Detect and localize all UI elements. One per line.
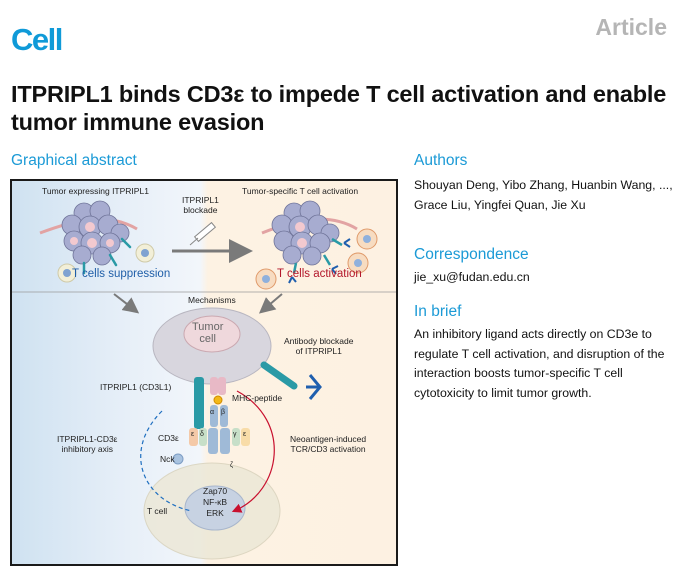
left-panel-title: Tumor expressing ITPRIPL1 (42, 186, 149, 196)
correspondence-email[interactable]: jie_xu@fudan.edu.cn (414, 270, 530, 284)
syringe-icon (189, 221, 217, 246)
gamma-label: γ (233, 431, 237, 438)
in-brief-text: An inhibitory ligand acts directly on CD… (414, 327, 665, 400)
mechanisms-label: Mechanisms (188, 295, 236, 305)
peptide-icon (213, 395, 223, 405)
signaling-erk: ERK (206, 508, 224, 518)
signaling-list: Zap70 NF-κB ERK (203, 486, 227, 519)
correspondence-heading: Correspondence (414, 246, 529, 263)
alpha-label: α (210, 409, 215, 416)
in-brief-heading: In brief (414, 303, 462, 320)
inhibitory-axis-label: ITPRIPL1-CD3ε inhibitory axis (57, 434, 118, 454)
epsilon-right-label: ε (243, 431, 247, 438)
graphical-abstract-figure: Tumor expressing ITPRIPL1 Tumor-specific… (10, 179, 398, 566)
graphical-abstract-drawing (12, 200, 396, 560)
nck-label: Nck (160, 454, 175, 464)
article-type-label: Article (595, 14, 667, 40)
itpripl1-label: ITPRIPL1 (CD3L1) (100, 382, 172, 392)
authors-list: Shouyan Deng, Yibo Zhang, Huanbin Wang, … (414, 178, 673, 212)
tumor-cell-label: Tumor cell (192, 321, 224, 345)
antibody-icon (260, 361, 322, 400)
nck-icon (172, 453, 184, 465)
beta-label: β (221, 409, 226, 416)
signaling-zap70: Zap70 (203, 486, 228, 496)
suppression-label: T cells suppression (72, 268, 171, 280)
right-panel-title: Tumor-specific T cell activation (242, 186, 359, 196)
activation-arrow (258, 293, 283, 314)
blockade-label: ITPRIPL1 blockade (182, 195, 219, 215)
graphical-abstract-heading: Graphical abstract (11, 152, 137, 169)
authors-heading: Authors (414, 152, 468, 169)
signaling-nfkb: NF-κB (203, 497, 228, 507)
tumor-cluster-left-icon (39, 200, 138, 275)
paper-title: ITPRIPL1 binds CD3ε to impede T cell act… (11, 81, 667, 135)
delta-label: δ (200, 431, 204, 438)
t-cell-left-icon (57, 243, 155, 283)
tumor-cluster-right-icon (261, 200, 358, 284)
epsilon-left-label: ε (191, 431, 195, 438)
antibody-label: Antibody blockade of ITPRIPL1 (284, 336, 354, 356)
itpripl1-ligand (194, 377, 204, 429)
t-cell-label: T cell (147, 506, 168, 516)
journal-logo: Cell (11, 22, 63, 57)
activation-label: T cells activation (277, 268, 362, 280)
activation-axis-label: Neoantigen-induced TCR/CD3 activation (290, 434, 367, 454)
zeta-label: ζ (230, 462, 234, 469)
mhc-peptide-label: MHC-peptide (232, 393, 283, 403)
cd3e-label: CD3ε (158, 433, 179, 443)
suppression-arrow (113, 293, 140, 314)
activation-arc (231, 390, 275, 513)
